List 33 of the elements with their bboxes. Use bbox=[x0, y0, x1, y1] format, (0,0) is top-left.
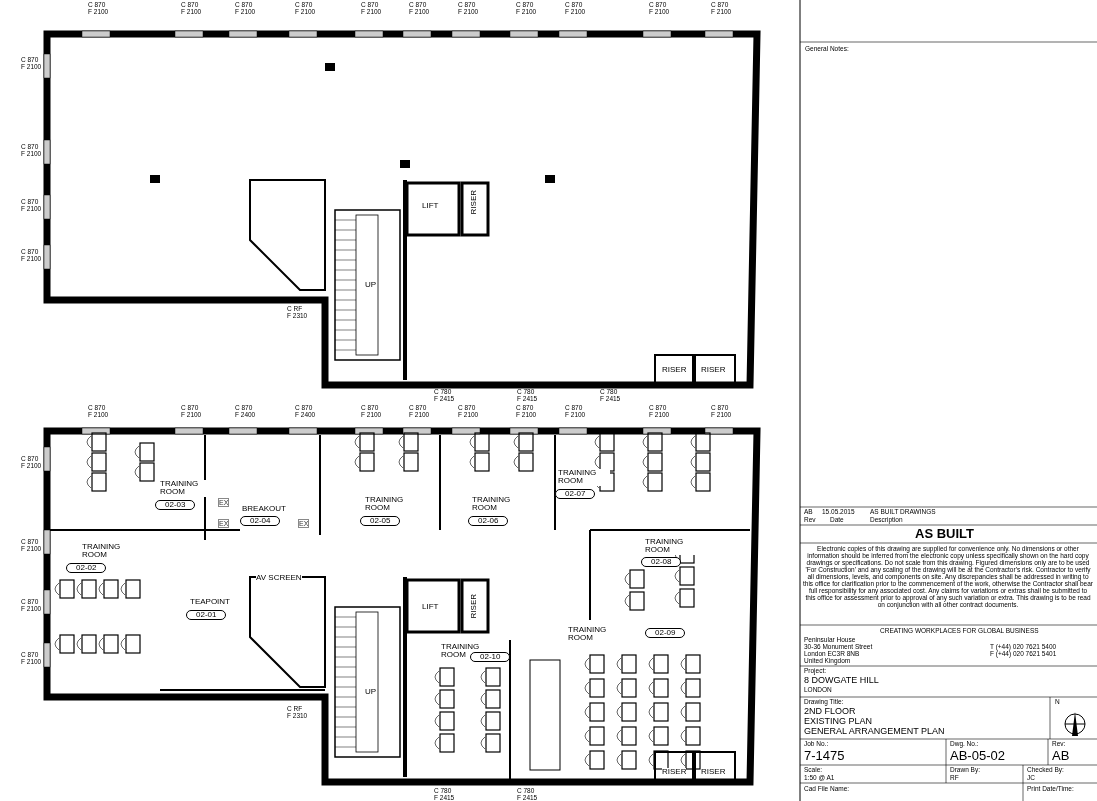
room-tag: 02-10 bbox=[470, 652, 511, 663]
room-tag: 02-01 bbox=[186, 610, 227, 621]
field-value: 2ND FLOOR bbox=[804, 707, 856, 717]
room-tag: 02-07 bbox=[555, 489, 596, 500]
room-tag: 02-06 bbox=[468, 516, 509, 527]
field-value: AB bbox=[1052, 749, 1070, 763]
room-tag: 02-05 bbox=[360, 516, 401, 527]
room-tag: 02-04 bbox=[240, 516, 281, 527]
room-tag: 02-03 bbox=[155, 500, 196, 511]
room-name: RISER bbox=[701, 366, 726, 375]
room-name: RISER bbox=[470, 190, 479, 215]
room-name: TRAINING ROOM bbox=[645, 538, 697, 555]
room-tag: 02-09 bbox=[645, 628, 686, 639]
field-value: GENERAL ARRANGEMENT PLAN bbox=[804, 727, 945, 737]
room-name: RISER bbox=[662, 366, 687, 375]
room-tag: 02-08 bbox=[641, 557, 682, 568]
room-name: BREAKOUT bbox=[242, 505, 286, 514]
room-name: LIFT bbox=[422, 603, 439, 612]
screen-label: AV SCREEN bbox=[256, 574, 302, 583]
room-name: TRAINING ROOM bbox=[558, 469, 610, 486]
room-name: RISER bbox=[470, 594, 479, 619]
room-name: TEAPOINT bbox=[190, 598, 230, 607]
field-value: AB-05-02 bbox=[950, 749, 1005, 763]
room-tag: 02-02 bbox=[66, 563, 107, 574]
field-value: 8 DOWGATE HILL bbox=[804, 676, 879, 686]
field-value: 7-1475 bbox=[804, 749, 845, 763]
room-name: UP bbox=[365, 688, 377, 697]
room-name: RISER bbox=[701, 768, 726, 777]
status-heading: AS BUILT bbox=[915, 527, 974, 541]
field-value: EXISTING PLAN bbox=[804, 717, 873, 727]
room-name: RISER bbox=[662, 768, 687, 777]
room-name: LIFT bbox=[422, 202, 439, 211]
room-name: UP bbox=[365, 281, 377, 290]
